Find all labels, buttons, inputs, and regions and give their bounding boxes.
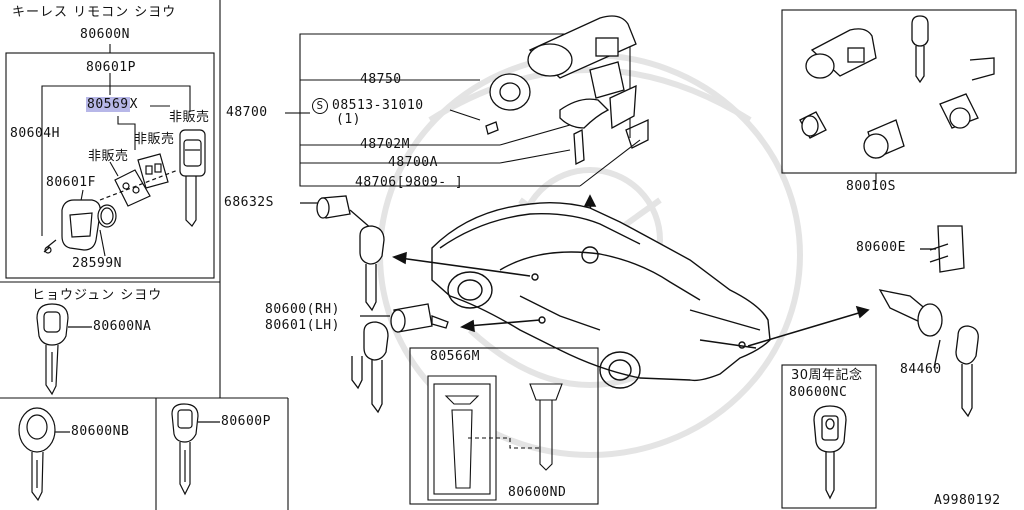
- note-not-for-sale-1: 非販売: [169, 110, 210, 125]
- key-80600NA: [36, 303, 92, 396]
- label-80600P[interactable]: 80600P: [221, 414, 271, 429]
- door-lock-80600: [351, 303, 449, 414]
- label-80604H[interactable]: 80604H: [10, 126, 60, 141]
- label-80566M[interactable]: 80566M: [430, 349, 480, 364]
- label-08513-31010[interactable]: 08513-31010: [332, 98, 424, 113]
- box-80010S: [781, 9, 1017, 184]
- steering-lock-leaders: [285, 33, 641, 187]
- note-not-for-sale-3: 非販売: [88, 149, 129, 164]
- key-80600NB: [18, 407, 70, 502]
- label-08513-qty: (1): [336, 112, 361, 127]
- box-30th-anniversary: [781, 364, 877, 509]
- highlight-80569: 80569: [86, 97, 130, 112]
- label-48700[interactable]: 48700: [226, 105, 268, 120]
- keyless-leaders: [41, 44, 191, 257]
- steering-lock-parts: [485, 15, 649, 166]
- box-80566M: [409, 347, 599, 505]
- figure-code: A9980192: [934, 493, 1001, 508]
- label-80569X-suffix: X: [129, 97, 138, 112]
- trunk-lock-84460: [878, 225, 979, 418]
- label-80600N[interactable]: 80600N: [80, 27, 130, 42]
- s-mark-icon: S: [312, 98, 328, 114]
- keyless-title: キーレス リモコン シヨウ: [12, 5, 177, 20]
- label-68632S[interactable]: 68632S: [224, 195, 274, 210]
- key-80600P: [171, 403, 220, 496]
- label-48702M[interactable]: 48702M: [360, 137, 410, 152]
- label-80600E[interactable]: 80600E: [856, 240, 906, 255]
- keyless-parts: [43, 129, 206, 254]
- label-84460[interactable]: 84460: [900, 362, 942, 377]
- label-80601P[interactable]: 80601P: [86, 60, 136, 75]
- left-panel-frames: [0, 0, 289, 510]
- label-80600NB[interactable]: 80600NB: [71, 424, 130, 439]
- label-80600RH[interactable]: 80600(RH): [265, 302, 340, 317]
- car-body: [431, 201, 771, 389]
- label-80569X[interactable]: 80569X: [86, 97, 138, 112]
- ignition-title: ヒョウジュン シヨウ: [32, 288, 163, 303]
- label-48706[interactable]: 48706[9809- ]: [355, 175, 464, 190]
- car-arrows: [392, 251, 870, 347]
- label-48750[interactable]: 48750: [360, 72, 402, 87]
- label-80600NC[interactable]: 80600NC: [789, 385, 848, 400]
- label-80601LH[interactable]: 80601(LH): [265, 318, 340, 333]
- anniv-title: 30周年記念: [791, 368, 863, 383]
- note-not-for-sale-2: 非販売: [134, 132, 175, 147]
- label-48700A[interactable]: 48700A: [388, 155, 438, 170]
- label-80601F[interactable]: 80601F: [46, 175, 96, 190]
- door-lock-cylinder-68632S: [300, 195, 385, 312]
- label-80600NA[interactable]: 80600NA: [93, 319, 152, 334]
- label-80600ND[interactable]: 80600ND: [508, 485, 567, 500]
- label-28599N[interactable]: 28599N: [72, 256, 122, 271]
- label-80010S[interactable]: 80010S: [846, 179, 896, 194]
